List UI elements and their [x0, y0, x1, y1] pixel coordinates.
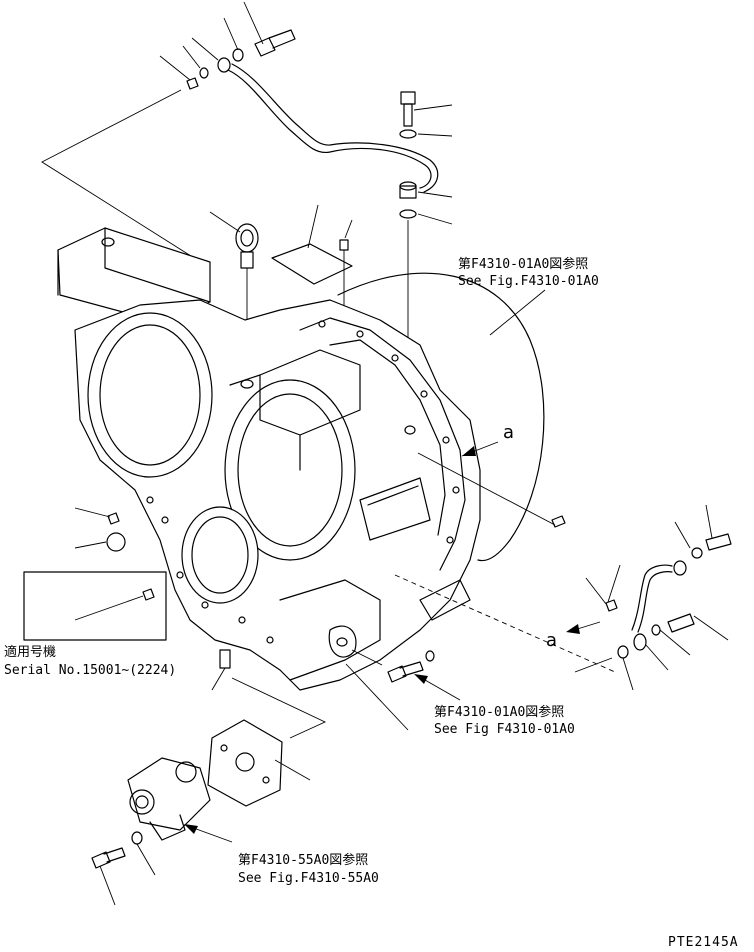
marker-a-lower: a: [546, 630, 557, 651]
ref-bottom-middle-jp: 第F4310-01A0図参照: [434, 704, 564, 720]
flywheel-housing: [57, 227, 481, 691]
bottom-pump-assembly: [91, 677, 327, 906]
right-pipe-assembly: [566, 504, 732, 691]
serial-box: [23, 571, 167, 641]
serial-note-jp: 適用号機: [4, 644, 56, 660]
ref-bottom-left-jp: 第F4310-55A0図参照: [238, 852, 368, 868]
lower-bolt: [345, 649, 461, 731]
left-plugs: [74, 507, 231, 691]
ref-top-right-en: See Fig.F4310-01A0: [458, 274, 599, 289]
ref-bottom-middle-en: See Fig F4310-01A0: [434, 722, 575, 737]
arrow-a-upper: [394, 441, 616, 673]
ref-top-right-jp: 第F4310-01A0図参照: [458, 256, 588, 272]
top-pipe-assembly: [41, 1, 439, 269]
ref-bottom-left-en: See Fig.F4310-55A0: [238, 871, 379, 886]
marker-a-upper: a: [503, 422, 514, 443]
gasket-ring: [337, 272, 546, 562]
drawing-code: PTE2145A: [668, 935, 739, 950]
serial-note-en: Serial No.15001~(2224): [4, 663, 176, 678]
